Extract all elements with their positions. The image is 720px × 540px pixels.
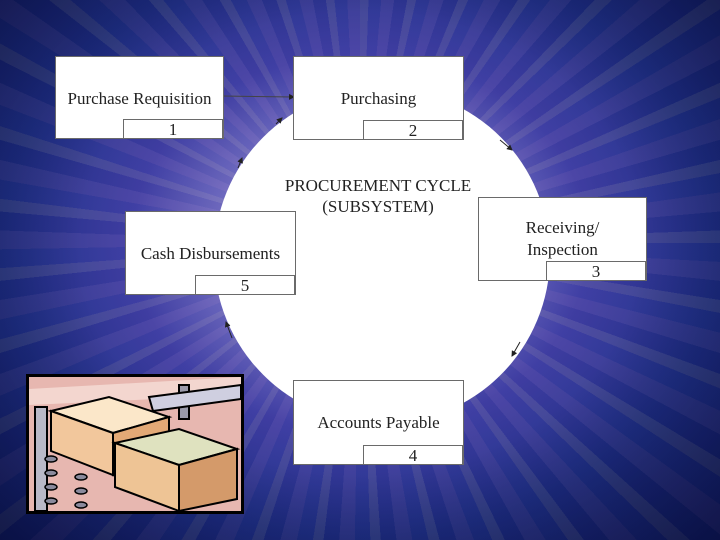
diagram-title-line1: PROCUREMENT CYCLE [262, 175, 494, 196]
step-accounts-payable: Accounts Payable 4 [293, 380, 464, 465]
diagram-title: PROCUREMENT CYCLE (SUBSYSTEM) [262, 175, 494, 217]
step-number: 5 [195, 275, 295, 295]
clipart-drawing [29, 377, 241, 511]
step-label: Cash Disbursements [126, 244, 295, 263]
step-label-line1: Receiving/ [479, 218, 646, 237]
arrow-5-to-1a [238, 158, 242, 168]
step-number: 3 [546, 261, 646, 281]
step-number: 2 [363, 120, 463, 140]
step-purchasing: Purchasing 2 [293, 56, 464, 140]
step-purchase-requisition: Purchase Requisition 1 [55, 56, 224, 139]
diagram-title-line2: (SUBSYSTEM) [262, 196, 494, 217]
step-label: Purchase Requisition [56, 89, 223, 108]
step-number: 1 [123, 119, 223, 139]
step-receiving-inspection: Receiving/ Inspection 3 [478, 197, 647, 281]
step-label: Purchasing [294, 89, 463, 108]
arrow-4-to-5 [226, 322, 232, 338]
step-number: 4 [363, 445, 463, 465]
arrow-5-to-1b [276, 118, 282, 124]
step-cash-disbursements: Cash Disbursements 5 [125, 211, 296, 295]
boxes-on-conveyor-clipart [26, 374, 244, 514]
arrow-2-to-3 [500, 140, 512, 150]
arrow-3-to-4 [512, 342, 520, 356]
step-label-line2: Inspection [479, 240, 646, 259]
arrow-1-to-2 [222, 96, 294, 97]
step-label: Accounts Payable [294, 413, 463, 432]
